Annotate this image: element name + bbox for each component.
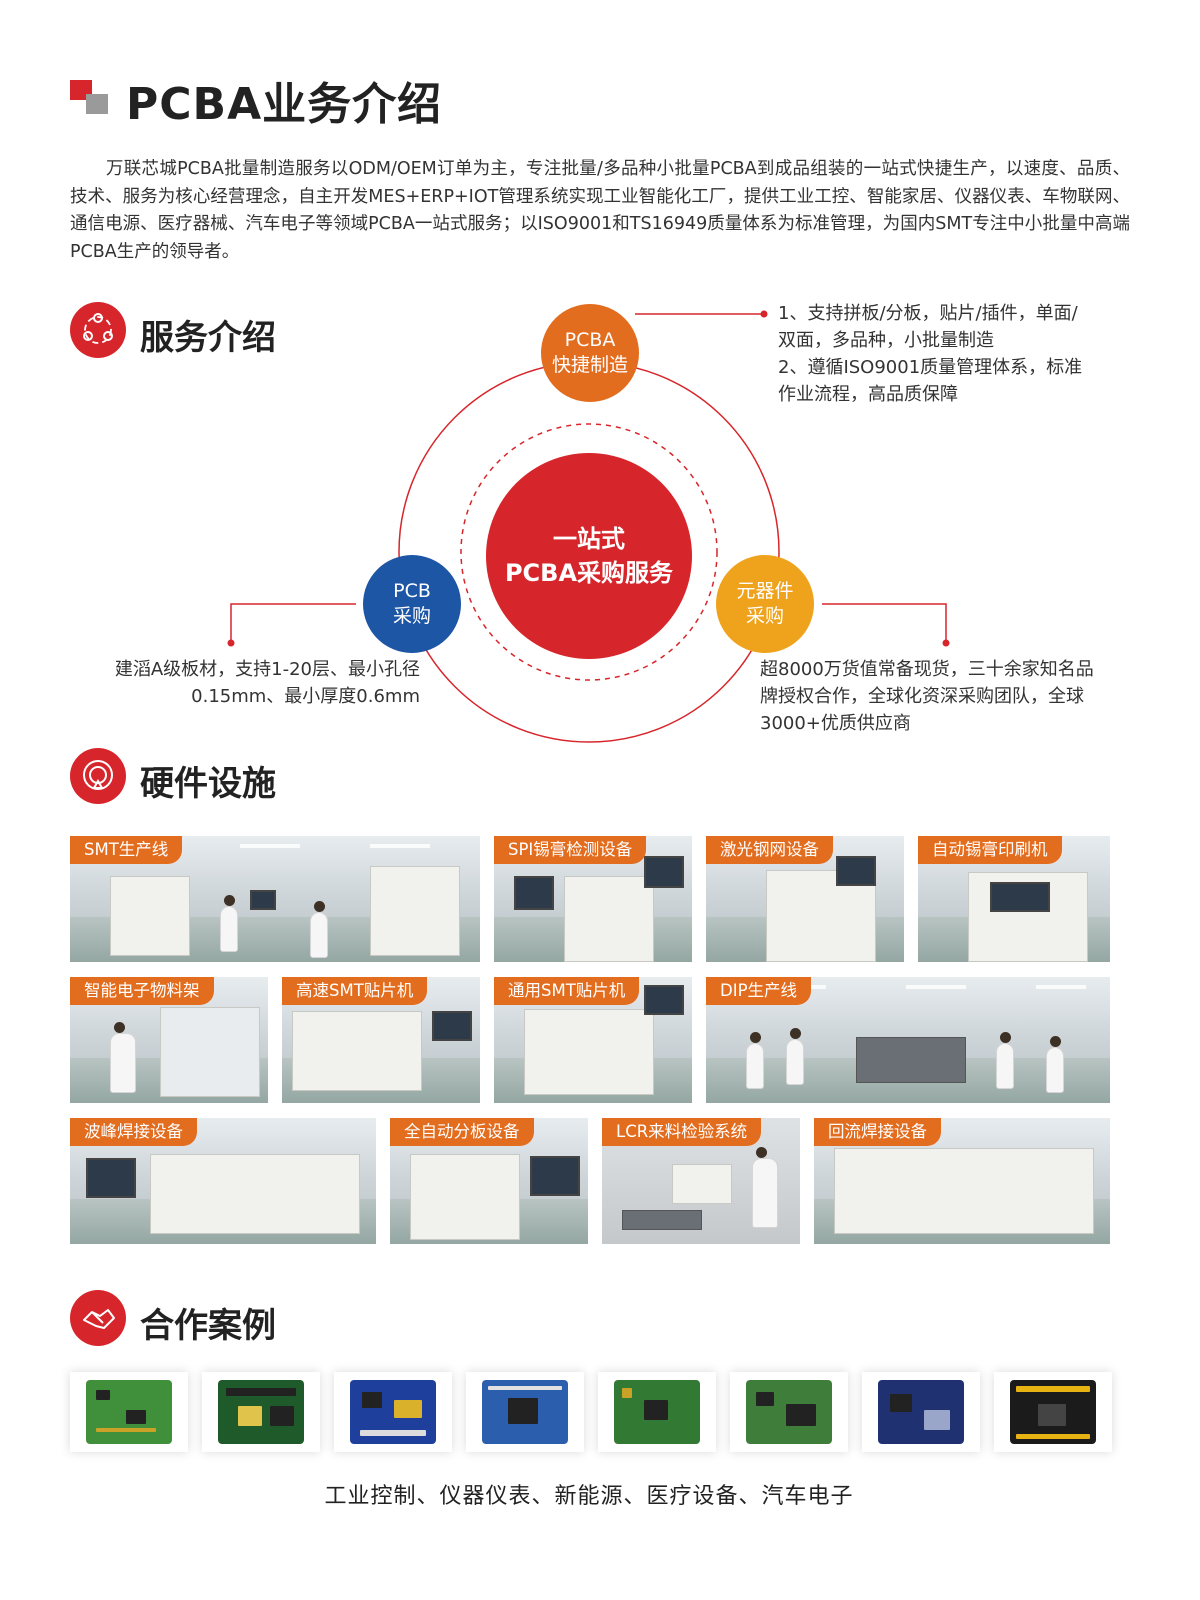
case-board: [994, 1372, 1112, 1452]
tag-label: 全自动分板设备: [390, 1118, 534, 1146]
note-pcb-line: 0.15mm、最小厚度0.6mm: [191, 686, 420, 707]
case-board: [730, 1372, 848, 1452]
pcb-green-2: [614, 1380, 700, 1444]
note-pcba-line: 作业流程，高品质保障: [778, 384, 958, 405]
cases-caption: 工业控制、仪器仪表、新能源、医疗设备、汽车电子: [324, 1484, 854, 1509]
center-node-line2: PCBA采购服务: [504, 559, 674, 587]
tag-label: 回流焊接设备: [814, 1118, 941, 1146]
pcb-dark-green: [218, 1380, 304, 1444]
node-right-line1: 元器件: [736, 580, 794, 602]
photo-spi-equipment: SPI锡膏检测设备: [494, 836, 692, 962]
photo-material-rack: 智能电子物料架: [70, 977, 268, 1103]
case-board: [862, 1372, 980, 1452]
tag-label: 通用SMT贴片机: [494, 977, 640, 1005]
photo-dip-line: DIP生产线: [706, 977, 1110, 1103]
section-title-cases: 合作案例: [140, 1306, 276, 1346]
photo-highspeed-mounter: 高速SMT贴片机: [282, 977, 480, 1103]
tag-label: 波峰焊接设备: [70, 1118, 197, 1146]
tag-label: SMT生产线: [70, 836, 183, 864]
pcb-blue-1: [350, 1380, 436, 1444]
node-top-line2: 快捷制造: [551, 354, 628, 376]
case-board: [334, 1372, 452, 1452]
center-node-line1: 一站式: [553, 525, 625, 553]
pcb-black: [1010, 1380, 1096, 1444]
note-pcba-line: 2、遵循ISO9001质量管理体系，标准: [778, 357, 1083, 378]
case-board: [202, 1372, 320, 1452]
intro-paragraph: 万联芯城PCBA批量制造服务以ODM/OEM订单为主，专注批量/多品种小批量PC…: [70, 159, 1130, 262]
node-left-line2: 采购: [392, 605, 431, 627]
section-title-service: 服务介绍: [140, 318, 276, 358]
tag-label: LCR来料检验系统: [602, 1118, 762, 1146]
note-pcb: 建滔A级板材，支持1-20层、最小孔径 0.15mm、最小厚度0.6mm: [68, 656, 420, 710]
pcb-green-3: [746, 1380, 832, 1444]
photo-depaneling: 全自动分板设备: [390, 1118, 588, 1244]
note-components-line: 牌授权合作，全球化资深采购团队，全球: [760, 686, 1084, 707]
photo-laser-stencil: 激光钢网设备: [706, 836, 904, 962]
photo-reflow-soldering: 回流焊接设备: [814, 1118, 1110, 1244]
pcb-navy: [878, 1380, 964, 1444]
note-pcba-line: 双面，多品种，小批量制造: [778, 330, 994, 351]
node-pcba-manufacturing: PCBA 快捷制造: [541, 304, 639, 402]
circles-icon: [70, 302, 126, 358]
note-pcb-line: 建滔A级板材，支持1-20层、最小孔径: [114, 659, 420, 680]
logo-mark: [70, 80, 108, 114]
target-icon: [70, 748, 126, 804]
photo-smt-line: SMT生产线: [70, 836, 480, 962]
node-top-line1: PCBA: [564, 329, 616, 351]
tag-label: 智能电子物料架: [70, 977, 214, 1005]
note-pcba-line: 1、支持拼板/分板，贴片/插件，单面/: [778, 303, 1078, 324]
case-board: [466, 1372, 584, 1452]
pcb-green-1: [86, 1380, 172, 1444]
pcb-blue-2: [482, 1380, 568, 1444]
tag-label: 自动锡膏印刷机: [918, 836, 1062, 864]
note-components: 超8000万货值常备现货，三十余家知名品 牌授权合作，全球化资深采购团队，全球 …: [760, 656, 1130, 737]
note-components-line: 3000+优质供应商: [760, 713, 911, 734]
case-board: [598, 1372, 716, 1452]
photo-wave-soldering: 波峰焊接设备: [70, 1118, 376, 1244]
tag-label: 高速SMT贴片机: [282, 977, 428, 1005]
photo-solder-printer: 自动锡膏印刷机: [918, 836, 1110, 962]
center-node: 一站式 PCBA采购服务: [486, 453, 692, 659]
node-right-line2: 采购: [745, 605, 784, 627]
note-pcba: 1、支持拼板/分板，贴片/插件，单面/ 双面，多品种，小批量制造 2、遵循ISO…: [778, 300, 1118, 408]
tag-label: DIP生产线: [706, 977, 812, 1005]
note-components-line: 超8000万货值常备现货，三十余家知名品: [760, 659, 1094, 680]
handshake-icon: [70, 1290, 126, 1346]
photo-general-mounter: 通用SMT贴片机: [494, 977, 692, 1103]
case-board: [70, 1372, 188, 1452]
node-left-line1: PCB: [393, 580, 431, 602]
photo-lcr-inspection: LCR来料检验系统: [602, 1118, 800, 1244]
tag-label: 激光钢网设备: [706, 836, 833, 864]
node-pcb-procurement: PCB 采购: [363, 555, 461, 653]
page-title: PCBA业务介绍: [126, 79, 443, 130]
node-component-procurement: 元器件 采购: [716, 555, 814, 653]
tag-label: SPI锡膏检测设备: [494, 836, 647, 864]
section-title-hardware: 硬件设施: [140, 764, 276, 804]
